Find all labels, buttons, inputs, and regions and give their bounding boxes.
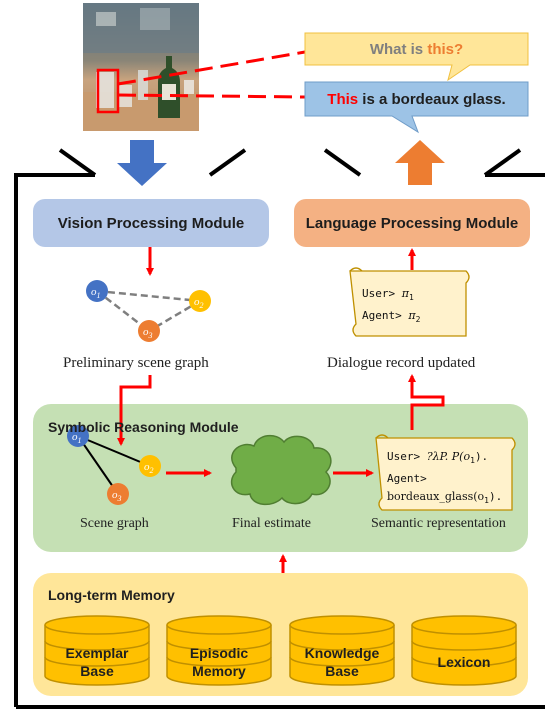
semantic-scroll-text: User> ?λP. P(o1). Agent> bordeaux_glass(…: [387, 448, 502, 510]
semantic-caption: Semantic representation: [371, 516, 506, 531]
dialogue-line-user: User> π1: [362, 287, 414, 303]
dialogue-updated-caption: Dialogue record updated: [327, 355, 476, 371]
language-processing-module: Language Processing Module: [294, 199, 530, 247]
vision-module-label: Vision Processing Module: [57, 214, 245, 232]
preliminary-caption: Preliminary scene graph: [63, 355, 209, 371]
answer-suffix: is a bordeaux glass.: [358, 90, 506, 108]
final-estimate-cloud: [230, 434, 332, 506]
dialogue-scroll: [349, 267, 470, 337]
memory-panel: [33, 573, 528, 696]
question-prefix: What is: [369, 40, 428, 58]
language-output-arrow: [395, 140, 445, 185]
answer-text: This is a bordeaux glass.: [305, 82, 528, 116]
node-o3-label: o3: [112, 489, 122, 503]
preliminary-scene-graph: [86, 280, 211, 342]
connector-arrows: [117, 246, 445, 573]
lexicon-label: Lexicon: [437, 654, 491, 670]
node-o1-label: o1: [72, 431, 82, 445]
cylinder-lexicon: [411, 615, 517, 686]
semantic-line-user: User> ?λP. P(o1).: [387, 450, 489, 466]
node-o1-label: o1: [91, 286, 101, 300]
memory-module-title: Long-term Memory: [48, 587, 175, 603]
cylinder-exemplar: [44, 615, 150, 686]
question-bubble: [304, 32, 529, 82]
symbolic-module-title: Symbolic Reasoning Module: [48, 419, 239, 435]
node-labels: o1 o2 o3 o1 o2 o3: [72, 286, 204, 503]
question-highlight: this?: [427, 40, 464, 58]
scene-graph-caption: Scene graph: [80, 516, 149, 531]
vision-processing-module: Vision Processing Module: [33, 199, 269, 247]
semantic-line-agent: Agent>: [387, 472, 427, 486]
outer-frame: [14, 148, 545, 709]
cylinder-knowledge: [289, 615, 395, 686]
selection-box: [96, 68, 120, 114]
question-text: What is this?: [305, 33, 528, 65]
pointer-lines: [117, 50, 306, 99]
node-o2-label: o2: [194, 296, 204, 310]
cylinder-episodic: [166, 615, 272, 686]
final-estimate-caption: Final estimate: [232, 516, 311, 531]
dialogue-line-agent: Agent> π2: [362, 309, 421, 325]
answer-highlight: This: [327, 90, 359, 108]
node-o3-label: o3: [143, 326, 153, 340]
language-module-label: Language Processing Module: [305, 214, 519, 232]
semantic-line-answer: bordeaux_glass(o1).: [387, 490, 503, 506]
node-o2-label: o2: [144, 461, 154, 475]
vision-input-arrow: [117, 140, 167, 186]
answer-bubble: [304, 81, 529, 134]
dialogue-scroll-text: User> π1 Agent> π2: [362, 285, 420, 329]
semantic-scroll: [375, 434, 516, 511]
scene-graph: [67, 425, 161, 505]
scene-photo: [83, 3, 199, 131]
memory-cylinders: [44, 615, 517, 686]
